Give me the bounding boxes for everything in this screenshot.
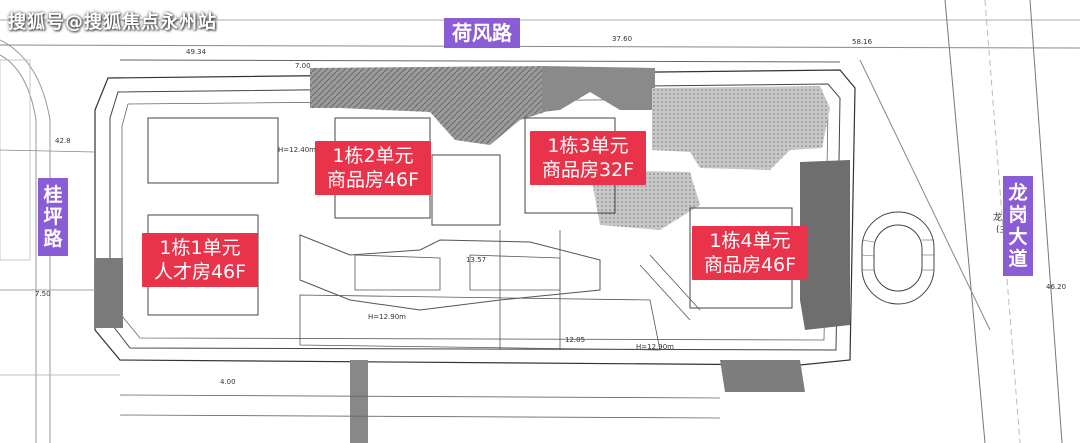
road-label-east: 龙 岗 大 道 [1003,176,1033,276]
road-label-west: 桂 坪 路 [38,178,68,256]
road-label-west-char: 坪 [43,206,63,228]
road-label-east-char: 岗 [1008,204,1028,226]
dimension-46-20: 46.20 [1046,283,1067,291]
road-label-west-char: 路 [43,228,63,250]
road-label-west-char: 桂 [43,184,63,206]
height-note-2: H=12.90m [368,313,406,321]
building-label-1-3: 1栋3单元 商品房32F [530,131,646,185]
road-label-north: 荷风路 [444,18,520,48]
building-label-1-4: 1栋4单元 商品房46F [692,226,808,280]
dimension-12-05: 12.05 [565,336,586,344]
dimension-4-00: 4.00 [220,378,236,386]
dimension-7-00: 7.00 [295,62,311,70]
building-type-floors: 商品房46F [326,169,420,191]
building-type-floors: 人才房46F [153,261,247,283]
dimension-top-right: 58.16 [852,38,873,46]
dimension-13-57: 13.57 [466,256,487,264]
road-label-east-char: 龙 [1008,182,1028,204]
height-note-1: H=12.40m [278,146,316,154]
building-unit: 1栋4单元 [709,230,791,252]
dimension-42-8: 42.8 [55,137,71,145]
building-type-floors: 商品房46F [703,254,797,276]
building-label-1-2: 1栋2单元 商品房46F [315,141,431,195]
building-label-1-1: 1栋1单元 人才房46F [142,233,258,287]
building-unit: 1栋3单元 [547,135,629,157]
watermark-text: 搜狐号@搜狐焦点永州站 [8,12,217,33]
building-unit: 1栋2单元 [332,145,414,167]
dimension-top-mid: 37.60 [612,35,633,43]
road-label-east-char: 大 [1008,226,1028,248]
height-note-3: H=12.90m [636,343,674,351]
road-label-east-char: 道 [1008,248,1028,270]
dimension-7-50: 7.50 [35,290,51,298]
dimension-left: 49.34 [186,48,207,56]
building-type-floors: 商品房32F [541,159,635,181]
building-unit: 1栋1单元 [159,237,241,259]
